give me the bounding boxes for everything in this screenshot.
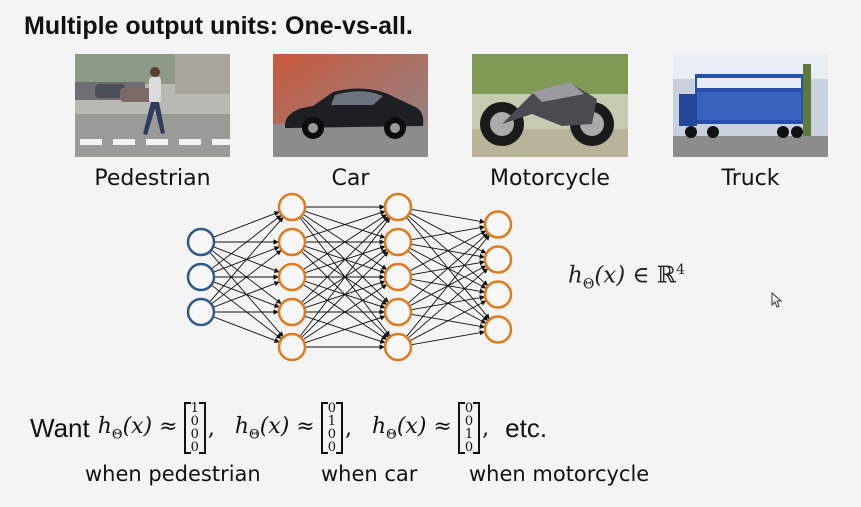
network-edge xyxy=(212,281,280,308)
etc-label: etc. xyxy=(505,412,548,443)
network-edge xyxy=(302,214,388,271)
mouse-cursor-icon xyxy=(771,292,783,308)
target-vector-2: 0 1 0 0 xyxy=(320,402,343,454)
network-edge xyxy=(407,268,489,339)
network-edge xyxy=(212,316,280,343)
network-edge xyxy=(410,330,486,346)
target-expression-2: hΘ(x) ≈ xyxy=(234,413,315,443)
hidden-unit xyxy=(383,262,413,292)
category-label-truck: Truck xyxy=(721,166,780,191)
hidden-unit xyxy=(383,227,413,257)
hidden-unit xyxy=(277,192,307,222)
target-vector-3: 0 0 1 0 xyxy=(457,402,481,454)
network-edge xyxy=(302,284,388,341)
caption-when-pedestrian: when pedestrian xyxy=(85,462,261,486)
network-edge xyxy=(212,211,280,238)
car-photo xyxy=(273,54,428,157)
output-unit xyxy=(483,315,513,344)
network-edge xyxy=(300,216,389,304)
hidden-unit xyxy=(277,262,307,292)
element-of-symbol: ∈ xyxy=(632,262,650,289)
network-edge xyxy=(405,234,490,338)
target-vector-1: 1 0 0 0 xyxy=(183,402,206,454)
output-unit xyxy=(483,245,513,274)
hypothesis-arg: (x) xyxy=(594,262,626,289)
truck-photo xyxy=(673,54,828,157)
want-label: Want xyxy=(30,412,90,443)
caption-when-car: when car xyxy=(321,462,418,486)
hypothesis-h: h xyxy=(568,262,583,289)
category-label-car: Car xyxy=(331,166,370,191)
input-unit xyxy=(186,297,216,327)
hidden-unit xyxy=(383,332,413,362)
hidden-unit xyxy=(277,332,307,362)
hidden-unit xyxy=(277,297,307,327)
pedestrian-photo xyxy=(75,54,230,157)
real-space-symbol: ℝ xyxy=(656,262,677,289)
network-edge xyxy=(304,210,386,239)
input-unit xyxy=(186,262,216,292)
network-edge xyxy=(300,251,389,339)
hypothesis-range: hΘ(x) ∈ ℝ4 xyxy=(568,262,685,292)
hidden-unit xyxy=(383,297,413,327)
network-edge xyxy=(304,315,386,344)
category-label-pedestrian: Pedestrian xyxy=(94,166,211,191)
category-label-motorcycle: Motorcycle xyxy=(490,166,610,191)
output-unit xyxy=(483,210,513,239)
network-edge xyxy=(409,300,487,342)
network-edge xyxy=(211,214,282,270)
target-expression-3: hΘ(x) ≈ xyxy=(372,413,452,443)
network-edge xyxy=(211,249,282,305)
caption-when-motorcycle: when motorcycle xyxy=(469,462,650,486)
hidden-unit xyxy=(277,227,307,257)
network-edge xyxy=(410,208,486,224)
want-equation-row: Want hΘ(x) ≈ 1 0 0 0 , hΘ(x) ≈ 0 1 0 0 ,… xyxy=(30,401,548,455)
input-unit xyxy=(186,227,216,257)
motorcycle-photo xyxy=(472,54,628,157)
network-edge xyxy=(209,216,284,303)
hypothesis-subscript: Θ xyxy=(582,276,595,293)
slide-title: Multiple output units: One-vs-all. xyxy=(24,12,413,40)
output-unit xyxy=(483,280,513,309)
network-edge xyxy=(299,217,391,337)
target-expression-1: hΘ(x) ≈ xyxy=(97,413,178,443)
network-edge xyxy=(407,233,489,304)
space-dimension: 4 xyxy=(676,262,685,278)
network-edge xyxy=(409,230,487,272)
network-edge xyxy=(410,225,486,241)
hidden-unit xyxy=(383,192,413,222)
